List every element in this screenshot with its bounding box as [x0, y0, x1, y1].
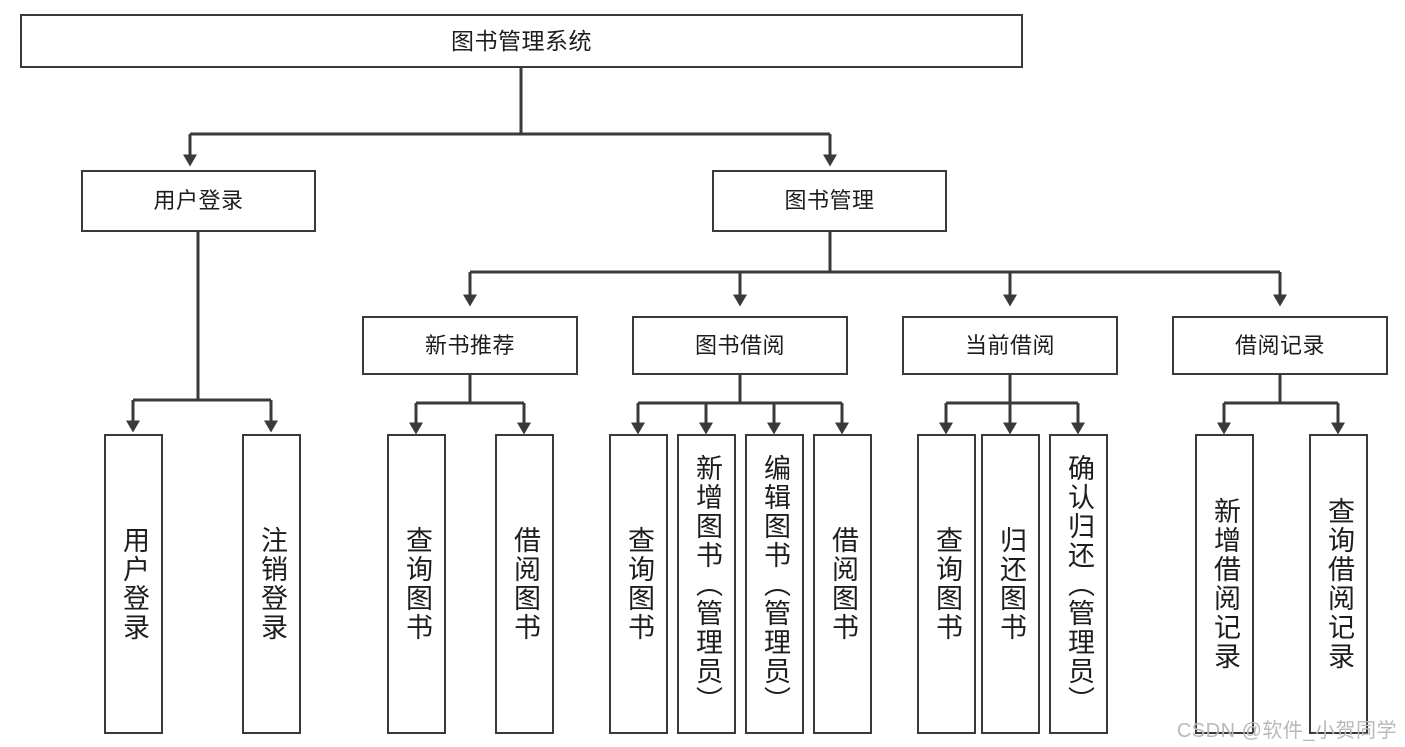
- watermark-text: CSDN @软件_小贺同学: [1176, 720, 1397, 742]
- node-label: 借阅图书: [510, 526, 540, 642]
- leaf-add-borrow-record[interactable]: 新增借阅记录: [1195, 434, 1254, 734]
- leaf-query-book-recommend[interactable]: 查询图书: [387, 434, 446, 734]
- leaf-user-logout[interactable]: 注销登录: [242, 434, 301, 734]
- node-label: 新书推荐: [424, 332, 515, 358]
- node-borrow-record[interactable]: 借阅记录: [1172, 316, 1388, 375]
- node-label: 归还图书: [996, 526, 1026, 642]
- node-label: 查询图书: [402, 526, 432, 642]
- leaf-user-login[interactable]: 用户登录: [104, 434, 163, 734]
- node-root-system[interactable]: 图书管理系统: [20, 14, 1023, 68]
- node-label: 借阅记录: [1234, 332, 1325, 358]
- node-label: 借阅图书: [828, 526, 858, 642]
- leaf-query-borrow-record[interactable]: 查询借阅记录: [1309, 434, 1368, 734]
- node-label: 注销登录: [257, 526, 287, 642]
- leaf-add-book-admin[interactable]: 新增图书（管理员）: [677, 434, 736, 734]
- node-label: 当前借阅: [964, 332, 1055, 358]
- node-label: 编辑图书（管理员）: [760, 453, 790, 715]
- node-new-book-recommend[interactable]: 新书推荐: [362, 316, 578, 375]
- node-label: 确认归还（管理员）: [1064, 453, 1094, 715]
- node-book-management[interactable]: 图书管理: [712, 170, 947, 232]
- leaf-confirm-return-admin[interactable]: 确认归还（管理员）: [1049, 434, 1108, 734]
- leaf-query-book-current[interactable]: 查询图书: [917, 434, 976, 734]
- node-label: 用户登录: [119, 526, 149, 642]
- node-current-borrow[interactable]: 当前借阅: [902, 316, 1118, 375]
- leaf-borrow-book[interactable]: 借阅图书: [813, 434, 872, 734]
- node-label: 新增借阅记录: [1210, 497, 1240, 671]
- leaf-edit-book-admin[interactable]: 编辑图书（管理员）: [745, 434, 804, 734]
- node-book-borrow[interactable]: 图书借阅: [632, 316, 848, 375]
- leaf-return-book[interactable]: 归还图书: [981, 434, 1040, 734]
- leaf-query-book[interactable]: 查询图书: [609, 434, 668, 734]
- node-label: 用户登录: [153, 188, 244, 214]
- node-label: 查询图书: [624, 526, 654, 642]
- node-label: 新增图书（管理员）: [692, 453, 722, 715]
- node-user-login[interactable]: 用户登录: [81, 170, 316, 232]
- node-label: 图书借阅: [694, 332, 785, 358]
- node-label: 查询借阅记录: [1324, 497, 1354, 671]
- node-label: 图书管理: [784, 188, 875, 214]
- leaf-borrow-book-recommend[interactable]: 借阅图书: [495, 434, 554, 734]
- node-label: 查询图书: [932, 526, 962, 642]
- node-label: 图书管理系统: [451, 27, 592, 54]
